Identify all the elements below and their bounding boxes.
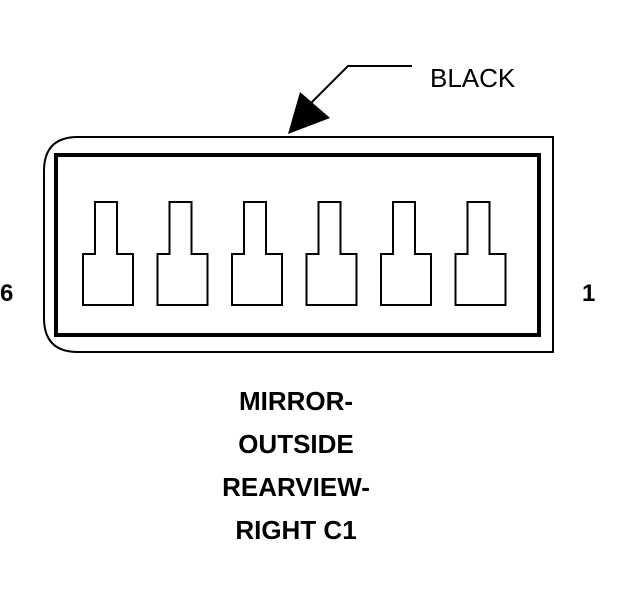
title-line-2: OUTSIDE	[238, 429, 354, 459]
connector-outer-housing	[43, 136, 554, 353]
pin-number-right: 1	[582, 280, 596, 307]
pin-number-left: 6	[0, 280, 14, 307]
callout-arrowhead	[288, 92, 330, 134]
connector-inner-frame	[54, 153, 541, 337]
title-line-4: RIGHT C1	[235, 515, 357, 545]
title-line-3: REARVIEW-	[222, 472, 370, 502]
terminal-cavity-6	[82, 201, 134, 306]
callout-label: BLACK	[430, 63, 516, 93]
terminal-cavity-2	[380, 201, 432, 306]
terminal-cavity-1	[454, 201, 507, 306]
terminal-cavity-3	[305, 201, 358, 306]
callout-leader-line	[309, 65, 412, 105]
connector-title: MIRROR- OUTSIDE REARVIEW- RIGHT C1	[200, 380, 392, 552]
terminal-cavity-4	[231, 201, 283, 306]
title-line-1: MIRROR-	[238, 386, 354, 416]
terminal-cavity-5	[156, 201, 209, 306]
pin-group	[82, 201, 507, 306]
